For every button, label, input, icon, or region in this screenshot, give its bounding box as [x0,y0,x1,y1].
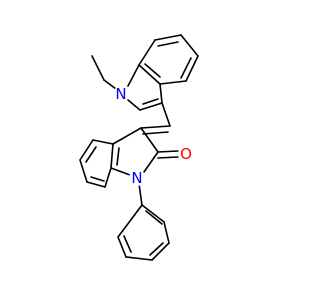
bond-ph-1-inner [145,210,163,225]
bond-indole-benz-1 [138,39,156,66]
bond-ph-5-inner [123,235,132,253]
bond-c2-c3-inner [142,98,159,105]
bond-ph-2 [163,221,170,244]
bond-n1-c2 [127,99,141,111]
atom-n1: N [113,85,129,103]
bond-ph-4 [125,256,153,261]
bond-ph-3 [151,242,170,261]
bond-oxi-benz-1-inner [116,147,120,166]
bond-oxi-benz-5-inner [90,176,105,182]
bond-carbonyl-inner [157,156,179,159]
structure-drawing: N N O [79,34,199,261]
bond-indole-benz-4 [185,55,199,82]
bond-c3-c3a [159,83,163,104]
bond-ch2-n1 [103,79,117,90]
bond-indole-benz-2-inner [157,41,179,47]
bond-ch3-ch2 [91,55,105,81]
bond-oxi-benz-2 [92,139,114,145]
bond-indole-benz-6-inner [144,63,161,78]
atom-n1-label: N [115,85,126,103]
bond-indole-benz-6 [138,64,161,85]
bond-ph-3-inner [149,242,164,256]
bond-oxi-benz-5 [86,181,106,188]
molecule-diagram: N N O [79,34,199,261]
bond-ph-1 [141,204,165,223]
atom-o1-label: O [180,145,192,163]
bond-oxi-benz-1 [110,143,114,169]
bond-oxi-benz-3-inner [85,146,97,163]
bond-indole-benz-3 [180,34,199,57]
bond-ph-5 [117,236,127,258]
bond-c3prime-c3aprime [112,127,142,145]
bond-oxi-benz-3 [79,139,94,161]
bond-carbonyl [157,150,179,153]
bond-c3-methine [161,102,171,127]
bond-layer [79,34,199,261]
atom-labels: N N O [113,85,194,187]
bond-n2-c7aprime [110,167,131,176]
bond-indole-benz-5 [159,80,187,85]
bond-indole-benz-4-inner [180,57,192,79]
bond-oxi-benz-6 [104,167,112,188]
atom-o1: O [178,145,194,163]
bond-methine-c3prime [140,125,171,129]
bond-oxi-benz-4 [79,159,88,183]
bond-c7a-n1 [127,64,140,87]
atom-n2: N [129,169,145,187]
bond-c3prime-c2prime [140,127,159,153]
bond-methine-c3prime-inner [142,131,169,135]
bond-ph-6 [117,204,143,238]
bond-c2prime-n2 [143,151,159,173]
bond-indole-benz-2 [154,34,182,41]
bond-n2-phenyl [138,183,143,206]
bond-c2-c3 [139,102,163,111]
atom-n2-label: N [131,169,142,187]
